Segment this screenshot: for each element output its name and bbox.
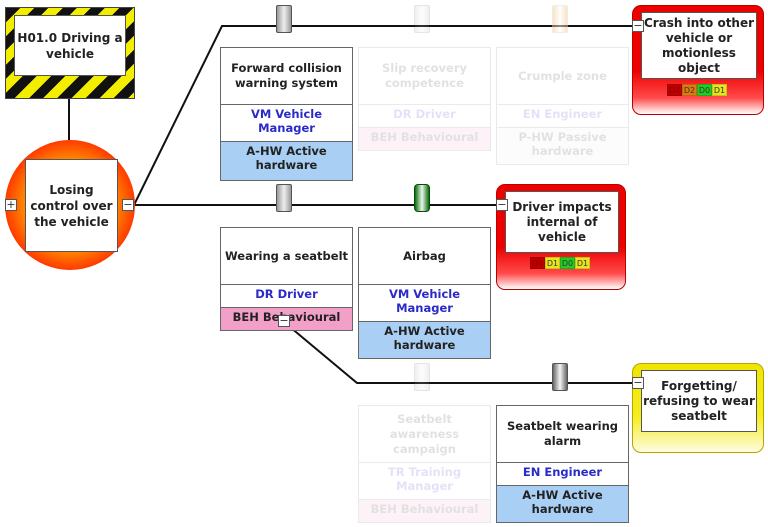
risk-rating-cell: D1	[545, 257, 560, 269]
barrier-title: Slip recovery competence	[359, 48, 490, 105]
barrier-type: P-HW Passive hardware	[497, 128, 628, 164]
barrier-owner: EN Engineer	[497, 105, 628, 128]
barrier-effectiveness-valve[interactable]	[276, 184, 292, 212]
escalation-path-line	[283, 321, 636, 384]
barrier-title: Crumple zone	[497, 48, 628, 105]
barrier-seatbelt-wearing-alarm[interactable]: Seatbelt wearing alarm EN Engineer A-HW …	[496, 405, 629, 523]
risk-rating-cell: D0	[560, 257, 575, 269]
risk-rating-cell: D4	[667, 84, 682, 96]
collapse-consequence-button[interactable]: −	[496, 198, 508, 211]
barrier-title: Forward collision warning system	[221, 48, 352, 105]
barrier-effectiveness-valve[interactable]	[276, 5, 292, 33]
barrier-type: A-HW Active hardware	[221, 142, 352, 180]
risk-rating-cell: D0	[697, 84, 712, 96]
collapse-escalation-factor-button[interactable]: −	[632, 376, 644, 389]
consequence-driver-impacts[interactable]: Driver impacts internal of vehicle D4 D1…	[496, 184, 626, 290]
path-line-crash	[133, 25, 638, 206]
barrier-owner: DR Driver	[359, 105, 490, 128]
barrier-slip-recovery[interactable]: Slip recovery competence DR Driver BEH B…	[358, 47, 491, 151]
risk-rating-cell: D2	[682, 84, 697, 96]
collapse-escalation-button[interactable]: −	[278, 314, 290, 327]
collapse-consequence-button[interactable]: −	[632, 19, 644, 32]
barrier-airbag[interactable]: Airbag VM Vehicle Manager A-HW Active ha…	[358, 227, 491, 359]
barrier-crumple-zone[interactable]: Crumple zone EN Engineer P-HW Passive ha…	[496, 47, 629, 165]
risk-rating-matrix: D4 D2 D0 D1	[667, 84, 727, 96]
risk-rating-cell: D4	[530, 257, 545, 269]
risk-rating-cell: D1	[575, 257, 590, 269]
barrier-effectiveness-valve[interactable]	[552, 363, 568, 391]
top-event-label: Losing control over the vehicle	[25, 159, 118, 252]
barrier-title: Wearing a seatbelt	[221, 228, 352, 285]
hazard-node[interactable]: H01.0 Driving a vehicle	[5, 7, 135, 99]
barrier-type: BEH Behavioural	[359, 128, 490, 150]
escalation-factor-forgetting-seatbelt[interactable]: Forgetting/ refusing to wear seatbelt	[632, 363, 764, 453]
expand-threats-button[interactable]: +	[5, 198, 17, 211]
barrier-effectiveness-valve[interactable]	[414, 363, 430, 391]
risk-rating-matrix: D4 D1 D0 D1	[530, 257, 590, 269]
barrier-type: A-HW Active hardware	[359, 322, 490, 358]
barrier-effectiveness-valve[interactable]	[414, 5, 430, 33]
barrier-owner: VM Vehicle Manager	[221, 105, 352, 142]
barrier-title: Airbag	[359, 228, 490, 285]
barrier-title: Seatbelt wearing alarm	[497, 406, 628, 463]
barrier-seatbelt-awareness-campaign[interactable]: Seatbelt awareness campaign TR Training …	[358, 405, 491, 523]
consequence-label: Driver impacts internal of vehicle	[505, 191, 619, 253]
risk-rating-cell: D1	[712, 84, 727, 96]
barrier-type: A-HW Active hardware	[497, 486, 628, 522]
collapse-consequences-button[interactable]: −	[122, 198, 134, 211]
barrier-owner: TR Training Manager	[359, 463, 490, 500]
barrier-effectiveness-valve[interactable]	[414, 184, 430, 212]
barrier-forward-collision[interactable]: Forward collision warning system VM Vehi…	[220, 47, 353, 181]
hazard-label: H01.0 Driving a vehicle	[14, 15, 126, 76]
barrier-owner: DR Driver	[221, 285, 352, 308]
barrier-owner: VM Vehicle Manager	[359, 285, 490, 322]
top-event-node[interactable]: Losing control over the vehicle	[5, 140, 135, 270]
barrier-type: BEH Behavioural	[359, 500, 490, 522]
consequence-crash[interactable]: Crash into other vehicle or motionless o…	[632, 5, 764, 115]
barrier-owner: EN Engineer	[497, 463, 628, 486]
consequence-label: Crash into other vehicle or motionless o…	[641, 12, 757, 79]
barrier-effectiveness-valve[interactable]	[552, 5, 568, 33]
escalation-factor-label: Forgetting/ refusing to wear seatbelt	[641, 370, 757, 432]
barrier-title: Seatbelt awareness campaign	[359, 406, 490, 463]
